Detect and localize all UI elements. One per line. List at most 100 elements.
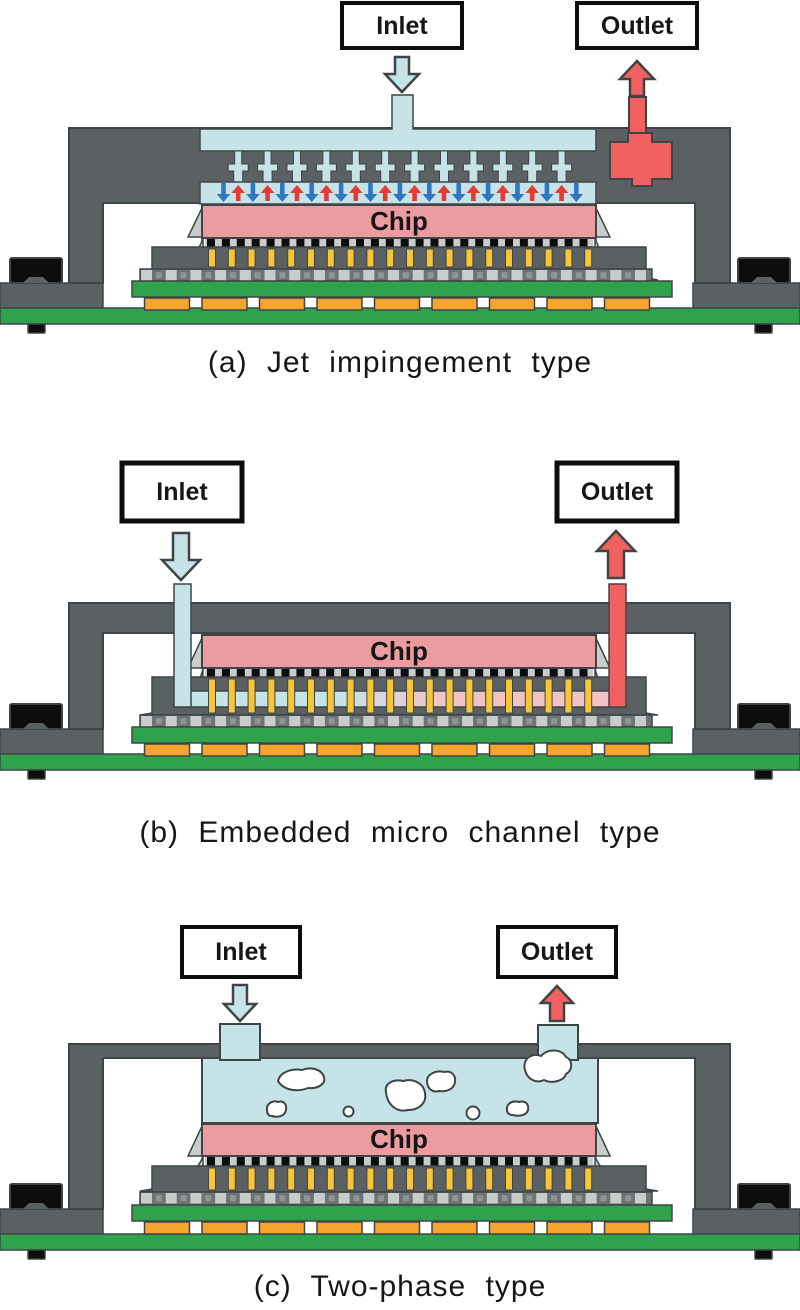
solder-bump bbox=[356, 669, 364, 678]
pad bbox=[635, 270, 646, 281]
copper-pillar bbox=[326, 1167, 335, 1191]
pad bbox=[635, 716, 646, 727]
pad bbox=[328, 272, 335, 279]
solder-bump bbox=[460, 239, 469, 248]
copper-pillar bbox=[287, 1167, 296, 1191]
solder-bump bbox=[475, 1157, 484, 1166]
base-strip-left bbox=[0, 1208, 104, 1235]
pad bbox=[313, 716, 325, 727]
pad bbox=[402, 1195, 409, 1202]
pad bbox=[486, 270, 498, 281]
underfill-strip bbox=[205, 238, 593, 248]
solder-bump bbox=[490, 1157, 499, 1166]
return-flow-arrows bbox=[231, 185, 569, 201]
solder-bump bbox=[296, 669, 305, 678]
bga-pad bbox=[546, 297, 593, 311]
bga-pad bbox=[201, 1221, 248, 1235]
pad bbox=[313, 270, 325, 281]
pad bbox=[625, 1195, 632, 1202]
chip bbox=[201, 204, 597, 239]
solder-bump bbox=[385, 239, 394, 248]
return-up-arrow-icon bbox=[466, 185, 481, 201]
underfill-fillet-right bbox=[594, 635, 612, 669]
pcb-foot-left bbox=[27, 1249, 46, 1260]
solder-bump bbox=[430, 1157, 439, 1166]
solder-bump bbox=[445, 1157, 454, 1166]
copper-pillar bbox=[326, 248, 335, 268]
solder-bumps bbox=[207, 1157, 588, 1166]
solder-bump bbox=[311, 1157, 320, 1166]
pad bbox=[190, 716, 202, 727]
inlet-label: Inlet bbox=[215, 938, 267, 966]
copper-pillar bbox=[445, 248, 454, 268]
mounting-clip-left bbox=[9, 703, 63, 730]
inlet-box bbox=[180, 925, 302, 979]
solder-bump bbox=[505, 669, 513, 678]
pad bbox=[551, 272, 558, 279]
pad bbox=[155, 718, 162, 725]
pad bbox=[600, 272, 607, 279]
pad bbox=[585, 716, 597, 727]
copper-pillar bbox=[564, 678, 573, 714]
mounting-clip-left bbox=[9, 1183, 63, 1210]
bga-pads bbox=[143, 297, 651, 311]
pad bbox=[526, 272, 533, 279]
pad bbox=[585, 270, 597, 281]
pad bbox=[353, 1195, 360, 1202]
bga-pad bbox=[373, 1221, 421, 1235]
package-lid bbox=[68, 602, 731, 730]
solder-bump bbox=[236, 1157, 245, 1166]
solder-bump bbox=[415, 669, 424, 678]
solder-bump bbox=[549, 1157, 558, 1166]
copper-pillar bbox=[425, 248, 434, 268]
pad bbox=[452, 718, 459, 725]
pcb-foot-right bbox=[754, 323, 773, 334]
pad bbox=[363, 716, 375, 727]
return-up-arrow-icon bbox=[319, 185, 334, 201]
pad bbox=[190, 270, 202, 281]
inlet-label: Inlet bbox=[376, 12, 428, 40]
outlet-box bbox=[496, 925, 618, 979]
pad bbox=[536, 1193, 548, 1204]
solder-bump bbox=[370, 669, 379, 678]
solder-bump bbox=[266, 1157, 275, 1166]
pad bbox=[239, 716, 251, 727]
jet-down-arrow-icon bbox=[363, 183, 378, 202]
pad bbox=[155, 272, 162, 279]
chip-label: Chip bbox=[370, 206, 428, 236]
bga-pad bbox=[316, 743, 363, 757]
copper-pillar bbox=[247, 678, 256, 714]
copper-pillar bbox=[445, 1167, 454, 1191]
return-up-arrow-icon bbox=[496, 185, 510, 201]
solder-bump bbox=[236, 669, 245, 678]
pad-row-pads bbox=[141, 270, 646, 281]
solder-bump bbox=[564, 239, 573, 248]
pad bbox=[501, 718, 508, 725]
pad bbox=[412, 1193, 424, 1204]
pad bbox=[625, 718, 632, 725]
pad bbox=[254, 272, 261, 279]
solder-bump bbox=[400, 669, 409, 678]
pad bbox=[239, 1193, 251, 1204]
copper-pillar bbox=[406, 678, 414, 714]
chip bbox=[201, 1123, 597, 1157]
pad bbox=[289, 1193, 301, 1204]
copper-pillar bbox=[386, 248, 395, 268]
copper-pillar bbox=[584, 1167, 593, 1191]
bga-pad bbox=[431, 743, 478, 757]
inlet-arrow-icon bbox=[159, 531, 203, 582]
copper-pillar bbox=[505, 678, 513, 714]
panel-two-phase: Chip Inlet Outlet (c) Two-phase type bbox=[0, 925, 800, 1303]
base-strip-right bbox=[692, 282, 800, 309]
pcb-foot-right bbox=[754, 1249, 773, 1260]
solder-bump bbox=[400, 1157, 409, 1166]
solder-bump bbox=[236, 239, 245, 248]
pad-row-pads bbox=[141, 1193, 646, 1204]
pad bbox=[215, 716, 227, 727]
chip-label: Chip bbox=[370, 636, 428, 666]
pad bbox=[279, 718, 286, 725]
base-strip-right bbox=[692, 728, 800, 755]
underfill-fillet-left bbox=[186, 205, 204, 238]
inlet-pipe bbox=[173, 583, 192, 708]
outlet-chamber bbox=[609, 132, 673, 187]
